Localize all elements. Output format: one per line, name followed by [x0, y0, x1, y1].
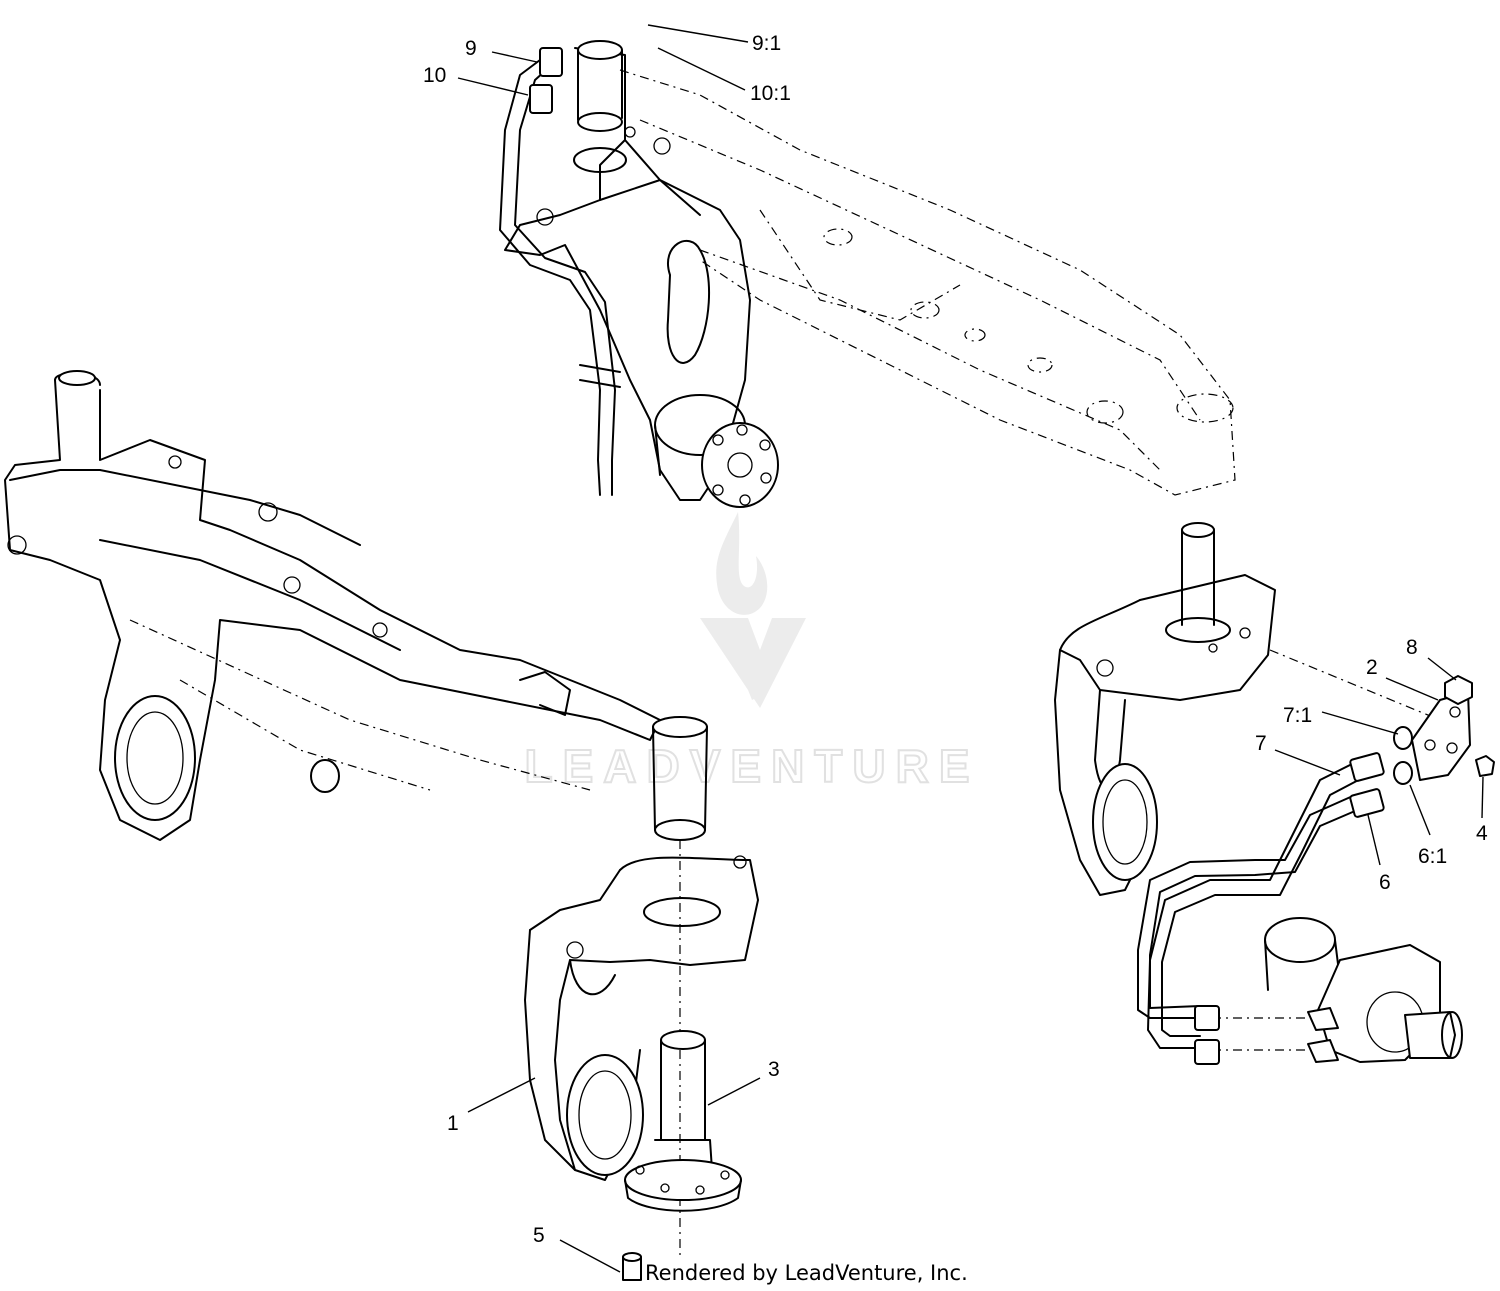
watermark-v-logo-icon — [700, 618, 806, 708]
callout-9: 9 — [465, 37, 477, 60]
left-frame-assembly — [4, 370, 708, 841]
watermark-text: LEADVENTURE — [524, 740, 979, 792]
watermark: LEADVENTURE — [523, 512, 979, 793]
callout-7: 7 — [1255, 732, 1267, 755]
upper-axle-assembly — [499, 40, 1236, 508]
callout-9-1: 9:1 — [752, 32, 781, 55]
callout-7-1: 7:1 — [1283, 704, 1312, 727]
leader-lines — [457, 24, 1484, 1273]
callout-labels: 9:1 10:1 9 10 2 8 7:1 7 4 6:1 6 3 1 5 — [423, 32, 1488, 1247]
watermark-flame-icon — [716, 512, 768, 615]
callout-3: 3 — [768, 1058, 780, 1081]
center-spindle-assembly — [524, 840, 759, 1281]
callout-8: 8 — [1406, 636, 1418, 659]
callout-10: 10 — [423, 64, 446, 87]
callout-4: 4 — [1476, 822, 1488, 845]
render-credit: Rendered by LeadVenture, Inc. — [645, 1261, 968, 1285]
callout-6: 6 — [1379, 871, 1391, 894]
right-spindle-assembly — [1054, 522, 1495, 1065]
callout-1: 1 — [447, 1112, 459, 1135]
callout-2: 2 — [1366, 656, 1378, 679]
callout-5: 5 — [533, 1224, 545, 1247]
callout-10-1: 10:1 — [750, 82, 791, 105]
callout-6-1: 6:1 — [1418, 845, 1447, 868]
